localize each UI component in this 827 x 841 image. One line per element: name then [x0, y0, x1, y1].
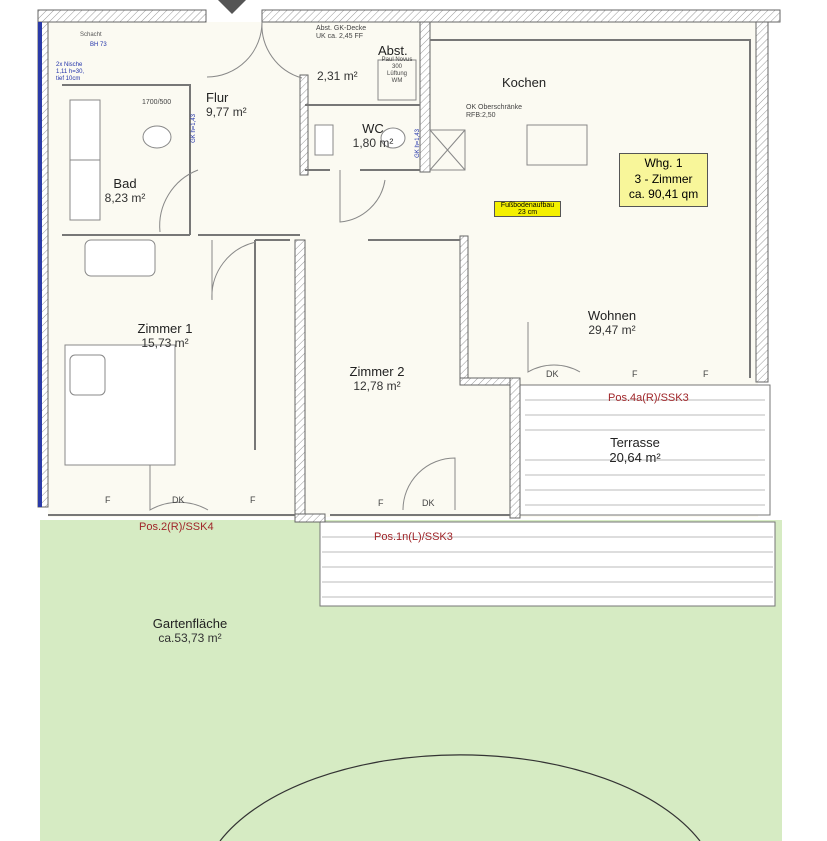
walls: [37, 9, 781, 523]
window-f: F: [703, 369, 709, 379]
position-label: Pos.1n(L)/SSK3: [374, 531, 453, 543]
window-f: F: [105, 495, 111, 505]
window-dk: DK: [422, 498, 435, 508]
window-f: F: [378, 498, 384, 508]
fixtures: [64, 59, 588, 466]
terrace-boards: [322, 399, 773, 598]
window-f: F: [632, 369, 638, 379]
bath-dimension: 1700/500: [142, 99, 172, 106]
garden-arc: [219, 754, 701, 841]
position-label: Pos.2(R)/SSK4: [139, 521, 214, 533]
gk-note-2: GK h=1,43: [414, 129, 421, 158]
room-kochen: Kochen: [502, 75, 547, 90]
lower-terrace: [319, 521, 776, 607]
shaft-note: Schacht: [80, 32, 102, 38]
window-dk: DK: [546, 369, 559, 379]
room-abst-area: 2,31 m²: [317, 69, 358, 83]
room-abst: Abst.: [378, 43, 408, 58]
position-label: Pos.4a(R)/SSK3: [608, 392, 689, 404]
north-marker: [218, 0, 246, 14]
bh-note: BH 73: [90, 42, 107, 48]
terrace-area: [519, 384, 771, 516]
window-f: F: [250, 495, 256, 505]
left-window-strip: [38, 22, 42, 507]
window-dk: DK: [172, 495, 185, 505]
partitions: [48, 39, 751, 516]
gk-note-1: GK h=1,43: [190, 114, 197, 143]
door-swings: [149, 21, 581, 511]
